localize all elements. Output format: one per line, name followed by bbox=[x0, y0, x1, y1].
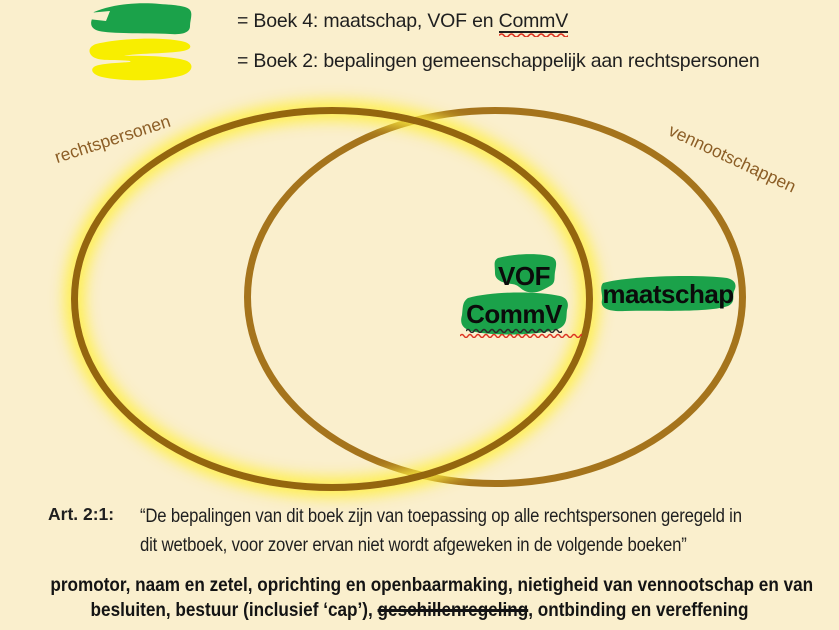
struck-geschillenregeling: geschillenregeling bbox=[377, 599, 529, 621]
article-quote-line2: dit wetboek, voor zover ervan niet wordt… bbox=[140, 534, 687, 556]
article-quote: “De bepalingen van dit boek zijn van toe… bbox=[140, 503, 742, 560]
yellow-highlighter-swatch bbox=[89, 38, 192, 81]
footer-line2-after: , ontbinding en vereffening bbox=[528, 599, 749, 621]
term-vof: VOF bbox=[488, 252, 560, 300]
green-highlight-blob bbox=[601, 275, 736, 312]
maatschap-text: maatschap bbox=[602, 279, 734, 309]
term-maatschap: maatschap bbox=[597, 273, 739, 316]
legend-boek4-commv: CommV bbox=[498, 10, 569, 38]
term-commv: CommV bbox=[458, 291, 582, 338]
spellcheck-wave-icon bbox=[498, 33, 569, 38]
footer-topics: promotor, naam en zetel, oprichting en o… bbox=[0, 573, 839, 623]
article-quote-line1: “De bepalingen van dit boek zijn van toe… bbox=[140, 506, 742, 527]
legend-boek4: = Boek 4: maatschap, VOF en CommV bbox=[237, 10, 569, 38]
legend-boek2: = Boek 2: bepalingen gemeenschappelijk a… bbox=[237, 50, 760, 72]
green-highlight-blob bbox=[461, 292, 568, 335]
green-highlighter-swatch bbox=[88, 3, 192, 35]
footer-line1: promotor, naam en zetel, oprichting en o… bbox=[50, 574, 814, 596]
green-highlight-blob bbox=[494, 254, 557, 293]
spellcheck-wave-icon bbox=[460, 333, 582, 338]
commv-text: CommV bbox=[466, 298, 562, 329]
vof-text: VOF bbox=[498, 260, 550, 291]
article-ref: Art. 2:1: bbox=[48, 504, 115, 524]
legend-boek4-text: = Boek 4: maatschap, VOF en bbox=[237, 10, 499, 32]
footer-line2-before: besluiten, bestuur (inclusief ‘cap’), bbox=[90, 599, 378, 621]
rechtspersonen-circle bbox=[71, 107, 593, 491]
footer-line2: besluiten, bestuur (inclusief ‘cap’), ge… bbox=[50, 598, 788, 623]
legend-commv-word: CommV bbox=[498, 10, 569, 32]
spellcheck-wave-icon bbox=[466, 328, 562, 333]
